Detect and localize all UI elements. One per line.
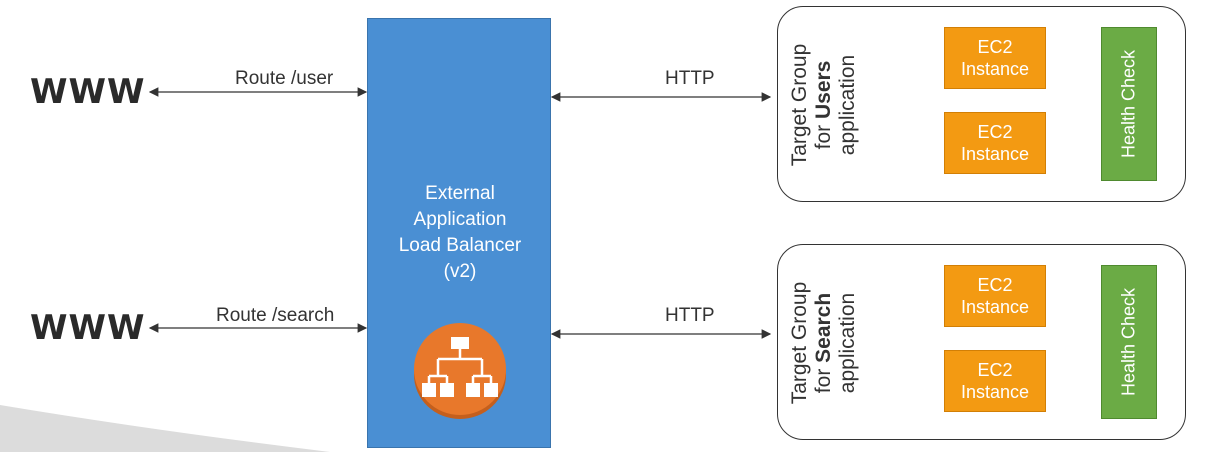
ec2-instance-search-1: EC2 Instance (944, 265, 1046, 327)
health-check-search: Health Check (1101, 265, 1157, 419)
tg-search-for: for (812, 362, 835, 394)
tg-users-title-line-1: Target Group (788, 43, 811, 167)
health-check-users: Health Check (1101, 27, 1157, 181)
ec2-instance-users-2: EC2 Instance (944, 112, 1046, 174)
target-group-users-title: Target Group for Users application (788, 44, 860, 167)
alb-line-2: Application (413, 209, 507, 230)
tg-search-name: Search (812, 292, 835, 363)
tg-users-title-line-2: for Users (812, 44, 836, 167)
alb-line-4: (v2) (443, 261, 477, 282)
http-label-users: HTTP (665, 68, 715, 89)
tg-search-title-line-3: application (836, 292, 859, 394)
www-client-1: WWW (30, 72, 146, 112)
alb-line-1: External (425, 183, 495, 204)
tg-search-title-line-1: Target Group (788, 281, 811, 405)
target-group-search: Target Group for Search application EC2 … (777, 244, 1186, 440)
application-load-balancer: External Application Load Balancer (v2) (367, 18, 551, 448)
route-user-label: Route /user (235, 68, 334, 89)
elb-network-icon (414, 323, 506, 419)
http-label-search: HTTP (665, 305, 715, 326)
target-group-users: Target Group for Users application EC2 I… (777, 6, 1186, 202)
alb-line-3: Load Balancer (398, 235, 522, 256)
tg-users-title-line-3: application (836, 54, 859, 156)
route-search-label: Route /search (216, 305, 335, 326)
ec2-instance-search-2: EC2 Instance (944, 350, 1046, 412)
www-client-2: WWW (30, 308, 146, 348)
tg-users-name: Users (812, 60, 835, 120)
target-group-search-title: Target Group for Search application (788, 282, 860, 405)
ec2-instance-users-1: EC2 Instance (944, 27, 1046, 89)
tg-users-for: for (812, 119, 835, 150)
tg-search-title-line-2: for Search (812, 282, 836, 405)
